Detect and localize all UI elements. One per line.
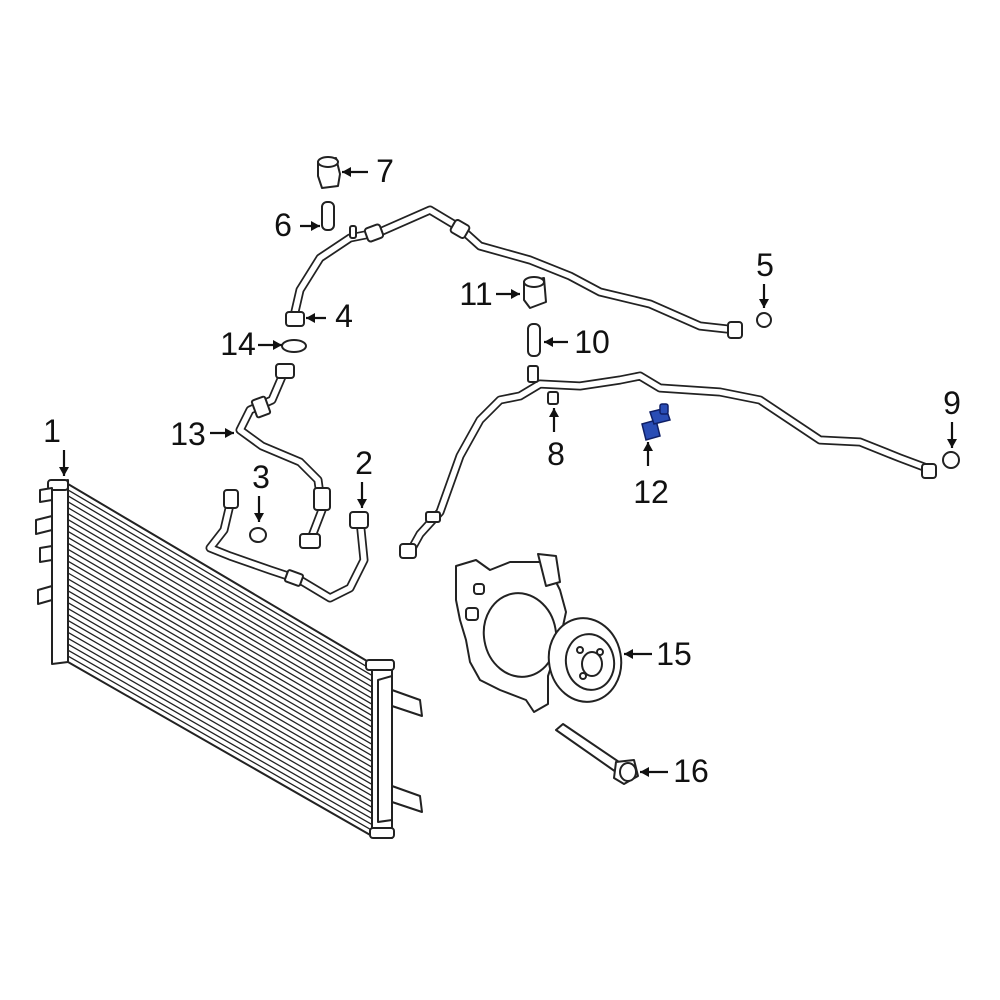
callout-arrow-head — [640, 767, 649, 777]
callout-6: 6 — [274, 207, 292, 243]
bolt-item-16 — [555, 723, 639, 785]
valve-item-10 — [527, 323, 541, 357]
hose-item-2 — [205, 489, 369, 603]
callout-arrow-head — [357, 499, 367, 508]
cap-item-7 — [317, 156, 341, 189]
callout-arrow-head — [549, 408, 559, 417]
o-ring-item-5 — [756, 312, 772, 328]
condenser-fin — [67, 643, 373, 820]
condenser-fin — [67, 524, 373, 705]
pipe-item-4 — [285, 205, 743, 339]
callout-3: 3 — [252, 459, 270, 495]
condenser-fin — [67, 655, 373, 831]
condenser-fin — [67, 602, 373, 780]
callout-arrows — [59, 167, 957, 777]
callout-arrow-head — [643, 442, 653, 451]
callout-15: 15 — [656, 636, 692, 672]
callout-9: 9 — [943, 385, 961, 421]
callout-arrow-head — [624, 649, 633, 659]
callout-arrow-head — [59, 467, 69, 476]
callout-arrow-head — [759, 299, 769, 308]
condenser-fin — [67, 607, 373, 786]
callout-arrow-head — [225, 428, 234, 438]
callout-11: 11 — [459, 276, 492, 312]
callout-7: 7 — [376, 153, 394, 189]
condenser-fin — [67, 631, 373, 808]
callout-arrow-head — [947, 439, 957, 448]
condenser-fin — [67, 590, 373, 768]
condenser-fin — [67, 572, 373, 751]
condenser-fin — [67, 495, 373, 677]
condenser-fin — [67, 536, 373, 717]
condenser-fin — [67, 548, 373, 728]
pipe-item-8 — [399, 365, 937, 559]
condenser-fin — [67, 507, 373, 688]
condenser-fin — [67, 489, 373, 671]
callout-arrow-head — [511, 289, 520, 299]
callout-5: 5 — [756, 247, 774, 283]
condenser-fin — [67, 619, 373, 797]
callout-10: 10 — [574, 324, 610, 360]
condenser-fin — [67, 530, 373, 711]
condenser-fin — [67, 542, 373, 722]
condenser-fin — [67, 566, 373, 745]
callout-14: 14 — [220, 326, 256, 362]
condenser-fin — [67, 501, 373, 682]
condenser-fin — [67, 625, 373, 803]
callout-8: 8 — [547, 436, 565, 472]
condenser-fin — [67, 560, 373, 740]
callout-arrow-head — [254, 513, 264, 522]
callout-arrow-head — [544, 337, 553, 347]
callout-4: 4 — [335, 298, 353, 334]
hose-item-13 — [235, 363, 331, 549]
o-ring-item-9 — [942, 451, 960, 469]
o-ring-item-14 — [281, 339, 307, 353]
condenser-fin — [67, 554, 373, 734]
callout-12: 12 — [633, 474, 669, 510]
condenser-fin — [67, 613, 373, 791]
callout-13: 13 — [170, 416, 206, 452]
compressor-item-15 — [455, 553, 623, 713]
condenser — [35, 479, 423, 839]
callout-1: 1 — [43, 413, 61, 449]
callout-arrow-head — [306, 313, 315, 323]
condenser-fin — [67, 649, 373, 826]
callout-16: 16 — [673, 753, 709, 789]
condenser-fin — [67, 513, 373, 694]
condenser-fin — [67, 596, 373, 774]
condenser-fin — [67, 518, 373, 700]
callout-arrow-head — [311, 221, 320, 231]
callout-arrow-head — [342, 167, 351, 177]
cap-item-11 — [523, 276, 547, 309]
pressure-switch-item-12 — [641, 403, 671, 441]
o-ring-item-3 — [249, 527, 267, 543]
condenser-fin — [67, 637, 373, 814]
condenser-fin — [67, 578, 373, 757]
condenser-fin — [67, 584, 373, 763]
callout-2: 2 — [355, 445, 373, 481]
callout-arrow-head — [273, 340, 282, 350]
valve-item-6 — [321, 201, 335, 231]
